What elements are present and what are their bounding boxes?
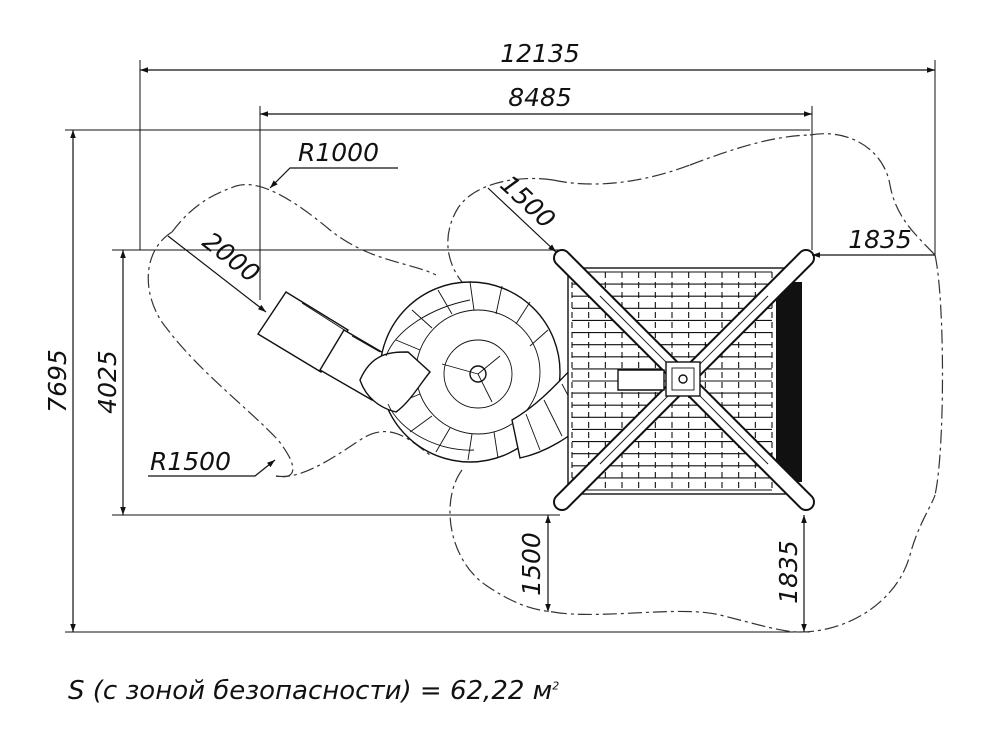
leader-radius-top — [269, 167, 398, 189]
label-overall-height: 7695 — [43, 349, 72, 413]
label-slide-diagonal: 2000 — [197, 226, 265, 288]
label-bottom-right: 1835 — [774, 540, 803, 604]
label-radius-bottom: R1500 — [150, 447, 231, 476]
leader-radius-bottom — [148, 459, 276, 477]
label-inner-width: 8485 — [508, 83, 572, 112]
area-unit-superscript: 2 — [552, 679, 560, 693]
tower-cross-beams — [553, 249, 815, 511]
dim-tower-diagonal — [487, 187, 557, 253]
label-inner-height: 4025 — [93, 350, 122, 414]
dimension-lines — [70, 67, 935, 632]
safety-zone-outline — [147, 133, 944, 633]
label-bottom-left: 1500 — [517, 532, 546, 596]
label-right-offset: 1835 — [848, 225, 912, 254]
label-radius-top: R1000 — [298, 138, 379, 167]
area-caption-text: S (с зоной безопасности) = 62,22 м — [68, 676, 553, 706]
label-overall-width: 12135 — [500, 39, 580, 68]
area-caption: S (с зоной безопасности) = 62,22 м2 — [68, 676, 559, 706]
spiral-tube-slide — [359, 281, 621, 463]
dim-slide-diagonal — [167, 235, 267, 313]
dimension-labels: 12135 8485 7695 4025 R1000 R1500 2000 15… — [43, 39, 912, 604]
